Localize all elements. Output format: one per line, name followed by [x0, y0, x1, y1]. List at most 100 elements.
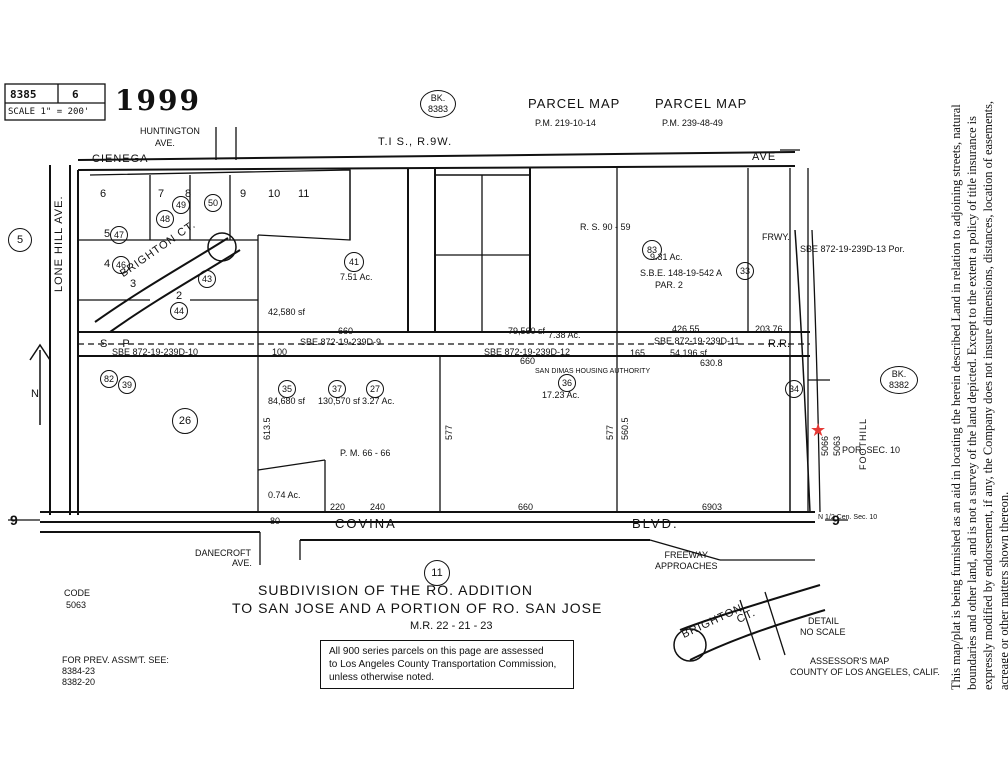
sbe-239d-13: SBE 872-19-239D-13 Por.	[800, 244, 905, 254]
parcel-circle-49: 49	[172, 196, 190, 214]
parcel-circle-50: 50	[204, 194, 222, 212]
parcel-circle-36: 36	[558, 374, 576, 392]
sbe-239d-11: SBE 872-19-239D-11	[654, 336, 740, 346]
parcel-circle-44: 44	[170, 302, 188, 320]
lot-number-7: 7	[158, 188, 165, 200]
street-lone-hill: LONE HILL AVE.	[53, 195, 65, 292]
map-book-number: 8385	[10, 88, 37, 101]
area-3-27: 3.27 Ac.	[362, 396, 395, 406]
parcel-circle-37: 37	[328, 380, 346, 398]
area-9-31: 9.31 Ac.	[650, 252, 683, 262]
lot-number-10: 10	[268, 188, 281, 200]
area-84680: 84,680 sf	[268, 396, 306, 406]
book-reference-top: BK. 8383	[420, 90, 456, 118]
dimension-426: 426.55	[672, 324, 700, 334]
parcel-map-pm-1: P.M. 219-10-14	[535, 118, 596, 128]
dimension-577b: 577	[605, 424, 615, 440]
parcel-map-title-2: PARCEL MAP	[655, 96, 748, 111]
map-scale: SCALE 1" = 200'	[8, 107, 90, 117]
parcel-circle-34: 34	[785, 380, 803, 398]
prev-assessment-1: 8384-23	[62, 666, 96, 676]
township-label: T.I S., R.9W.	[378, 136, 453, 148]
subdivision-record: M.R. 22 - 21 - 23	[410, 620, 493, 632]
street-cienega: CIENEGA	[92, 153, 149, 165]
dimension-630: 630.8	[700, 358, 723, 368]
parcel-circle-43: 43	[198, 270, 216, 288]
parcel-circle-35: 35	[278, 380, 296, 398]
map-page-number: 6	[72, 88, 79, 101]
dimension-203: 203.76	[755, 324, 783, 334]
lot-number-2: 2	[176, 290, 183, 302]
lot-number-5: 5	[104, 228, 111, 240]
parcel-map-66: P. M. 66 - 66	[340, 448, 391, 458]
book-number: 8383	[427, 104, 449, 114]
parcel-circle-27: 27	[366, 380, 384, 398]
dimension-100: 100	[272, 347, 288, 357]
street-danecroft-ave: AVE.	[232, 558, 252, 568]
por-sec-10: POR. SEC. 10	[842, 445, 901, 455]
dimension-240: 240	[370, 502, 386, 512]
lot-number-3: 3	[130, 278, 137, 290]
lot-number-8: 8	[185, 188, 192, 200]
freeway-approaches: FREEWAY APPROACHES	[655, 550, 718, 571]
parcel-circle-11: 11	[424, 560, 450, 586]
prev-assessment-2: 8382-20	[62, 677, 96, 687]
notice-line-3: unless otherwise noted.	[329, 672, 435, 683]
record-of-survey: R. S. 90 - 59	[580, 222, 631, 232]
sbe-239d-10: SBE 872-19-239D-10	[112, 347, 199, 357]
parcel-circle-5: 5	[8, 228, 32, 252]
dimension-613: 613.5	[262, 417, 272, 440]
railroad-sp: S P	[100, 338, 136, 350]
parcel-par-2: PAR. 2	[655, 280, 683, 290]
grid-tick-right: 9	[832, 512, 840, 528]
dimension-660-bottom: 660	[518, 502, 534, 512]
star-marker-icon[interactable]: ★	[810, 420, 827, 440]
assessor-county: COUNTY OF LOS ANGELES, CALIF.	[790, 667, 940, 677]
parcel-circle-33: 33	[736, 262, 754, 280]
book-number: 8382	[888, 380, 910, 390]
street-frwy: FRWY.	[762, 232, 790, 242]
code-value: 5063	[66, 600, 87, 610]
dimension-6903: 6903	[702, 502, 723, 512]
street-danecroft: DANECROFT	[195, 548, 251, 558]
parcel-circle-26: 26	[172, 408, 198, 434]
subdivision-title-line-2: TO SAN JOSE AND A PORTION OF RO. SAN JOS…	[232, 600, 603, 616]
disclaimer-text: This map/plat is being furnished as an a…	[949, 100, 1008, 690]
area-7-51: 7.51 Ac.	[340, 272, 373, 282]
parcel-circle-41: 41	[344, 252, 364, 272]
parcel-circle-39: 39	[118, 376, 136, 394]
parcel-circle-47: 47	[110, 226, 128, 244]
parcel-circle-48: 48	[156, 210, 174, 228]
street-huntington-ave: AVE.	[155, 138, 175, 148]
parcel-map-title-1: PARCEL MAP	[528, 96, 621, 111]
subdivision-title-line-1: SUBDIVISION OF THE RO. ADDITION	[258, 582, 533, 598]
north-arrow-icon: N	[31, 388, 39, 400]
dimension-660-top: 660	[338, 326, 354, 336]
lot-number-9: 9	[240, 188, 247, 200]
street-huntington: HUNTINGTON	[140, 126, 200, 136]
railroad-rr: R.R.	[768, 338, 790, 350]
area-17-23: 17.23 Ac.	[542, 390, 580, 400]
book-label: BK.	[891, 369, 907, 379]
street-covina: COVINA	[335, 516, 397, 531]
parcel-circle-83: 83	[642, 240, 662, 260]
map-year: 1999	[115, 84, 201, 117]
sbe-239d-12: SBE 872-19-239D-12	[484, 347, 571, 357]
area-54196: 54,196 sf	[670, 348, 708, 358]
dimension-220: 220	[330, 502, 346, 512]
dimension-560: 560.5	[620, 417, 630, 440]
prev-assessment-label: FOR PREV. ASSM'T. SEE:	[62, 655, 169, 665]
notice-line-1: All 900 series parcels on this page are …	[329, 646, 544, 657]
sbe-239d-9: SBE 872-19-239D-9	[300, 337, 382, 347]
area-0-74: 0.74 Ac.	[268, 490, 301, 500]
notice-line-2: to Los Angeles County Transportation Com…	[329, 659, 557, 670]
detail-no-scale: NO SCALE	[800, 627, 846, 637]
dimension-165: 165	[630, 348, 646, 358]
dimension-660-mid: 660	[520, 356, 536, 366]
lot-number-4: 4	[104, 258, 111, 270]
dimension-577a: 577	[444, 424, 454, 440]
book-reference-right: BK. 8382	[880, 366, 918, 394]
detail-label: DETAIL	[808, 616, 839, 626]
area-7-38: 7.38 Ac.	[548, 330, 581, 340]
